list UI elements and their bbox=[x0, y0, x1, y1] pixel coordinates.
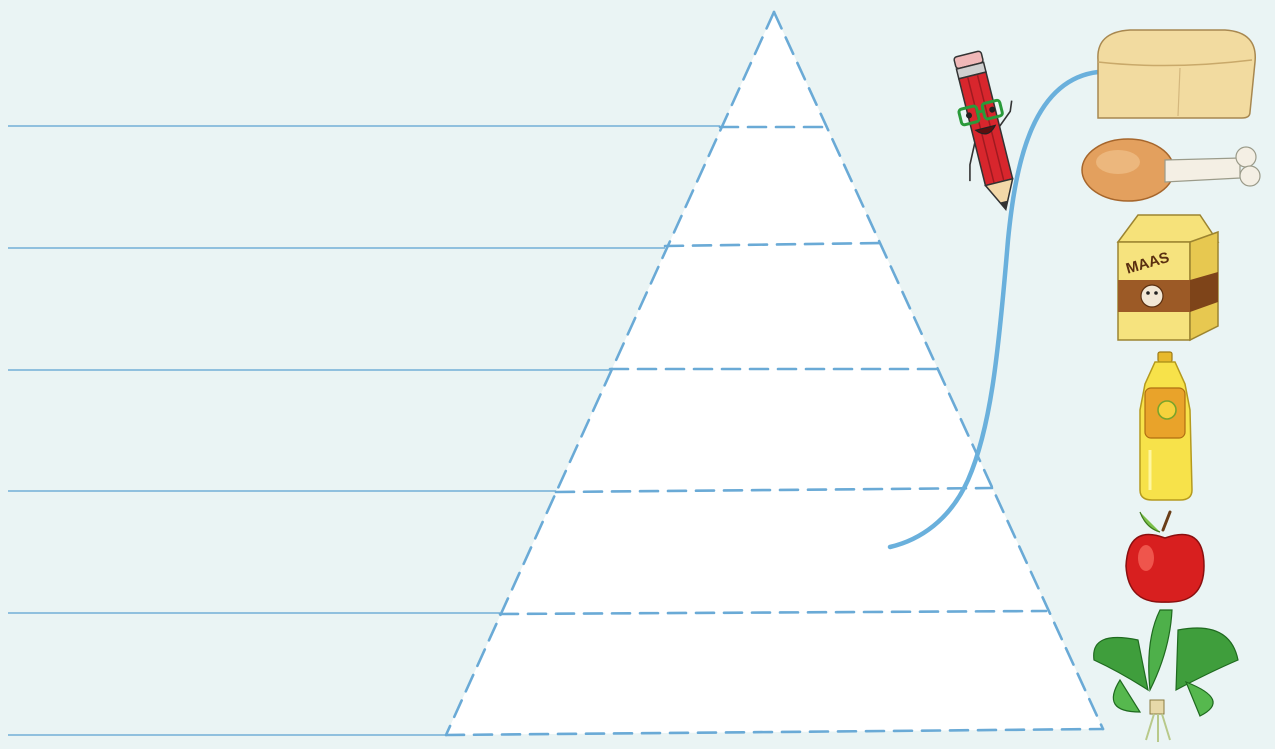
apple-icon[interactable] bbox=[1126, 512, 1204, 602]
pencil-mascot-icon bbox=[940, 46, 1037, 216]
bread-loaf-icon[interactable] bbox=[1098, 30, 1255, 118]
spinach-bunch-icon[interactable] bbox=[1094, 610, 1238, 742]
chicken-drumstick-icon[interactable] bbox=[1082, 139, 1260, 201]
maas-carton-icon[interactable]: MAAS bbox=[1118, 215, 1218, 340]
oil-bottle-icon[interactable] bbox=[1140, 352, 1192, 500]
